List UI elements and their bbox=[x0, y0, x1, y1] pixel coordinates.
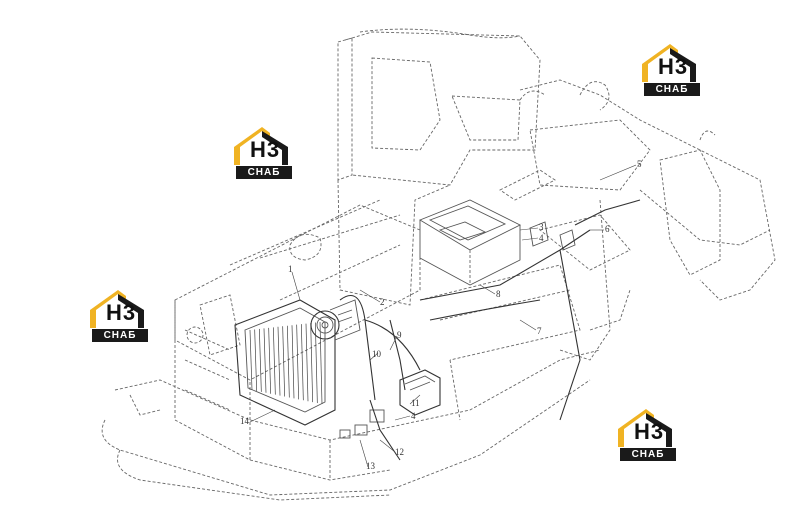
callout-6: 6 bbox=[605, 224, 610, 234]
logo-roof-dark bbox=[670, 48, 696, 82]
watermark-letters: H3 bbox=[657, 54, 689, 79]
watermark-logo-bottom-right: H3 СНАБ bbox=[616, 405, 680, 465]
watermark-letters: H3 bbox=[633, 419, 665, 444]
callout-8: 8 bbox=[496, 289, 501, 299]
callout-2: 2 bbox=[380, 297, 385, 307]
callout-9: 9 bbox=[397, 330, 402, 340]
callout-10: 10 bbox=[372, 349, 382, 359]
watermark-logo-left: H3 СНАБ bbox=[88, 286, 152, 346]
callout-4-lower: 4 bbox=[411, 411, 416, 421]
callout-11: 11 bbox=[411, 398, 420, 408]
callout-3: 3 bbox=[539, 222, 544, 232]
callout-4-upper: 4 bbox=[539, 233, 544, 243]
watermark-letters: H3 bbox=[249, 137, 281, 162]
watermark-subtext: СНАБ bbox=[644, 83, 700, 96]
chassis-outline bbox=[101, 264, 601, 501]
watermark-logo-top-right: H3 СНАБ bbox=[640, 40, 704, 100]
radiator-fin bbox=[296, 324, 300, 400]
watermark-logo-upper-left: H3 СНАБ bbox=[232, 123, 296, 183]
radiator-fin bbox=[249, 329, 253, 391]
radiator-fin bbox=[282, 326, 286, 397]
radiator-fin bbox=[272, 327, 276, 395]
watermark-subtext: СНАБ bbox=[620, 448, 676, 461]
callout-7: 7 bbox=[537, 326, 542, 336]
wiring-harness bbox=[339, 199, 641, 461]
alternator bbox=[310, 299, 361, 341]
rear-frame-outline bbox=[519, 79, 776, 361]
battery-box bbox=[399, 369, 441, 416]
house-logo-icon bbox=[618, 409, 672, 447]
callout-12: 12 bbox=[395, 447, 404, 457]
engine-hood bbox=[174, 199, 421, 461]
callout-1: 1 bbox=[288, 264, 293, 274]
logo-roof-gold bbox=[642, 44, 678, 82]
cab-outline bbox=[337, 28, 541, 306]
radiator-fin bbox=[263, 328, 267, 393]
callout-numbers: 1 2 3 4 5 6 7 8 9 10 11 4 12 13 14 bbox=[240, 159, 642, 471]
radiator-fin bbox=[277, 326, 281, 396]
radiator-fin bbox=[305, 323, 309, 402]
watermark-subtext: СНАБ bbox=[236, 166, 292, 179]
radiator-fin bbox=[319, 321, 323, 405]
house-logo-icon bbox=[234, 127, 288, 165]
house-logo-icon bbox=[642, 44, 696, 82]
house-logo-icon bbox=[90, 290, 144, 328]
radiator-fin bbox=[268, 327, 272, 394]
radiator-fin bbox=[286, 325, 290, 398]
radiator-fin bbox=[254, 329, 258, 391]
callout-14: 14 bbox=[240, 416, 250, 426]
radiator-fin bbox=[300, 324, 304, 401]
callout-leaders bbox=[249, 164, 637, 468]
radiator-fin bbox=[310, 323, 314, 403]
radiator-fin bbox=[258, 328, 262, 392]
radiator-fin bbox=[291, 325, 295, 399]
control-console bbox=[418, 169, 556, 286]
callout-5: 5 bbox=[637, 159, 642, 169]
radiator-fin bbox=[314, 322, 318, 404]
callout-13: 13 bbox=[366, 461, 376, 471]
watermark-letters: H3 bbox=[105, 300, 137, 325]
watermark-subtext: СНАБ bbox=[92, 329, 148, 342]
